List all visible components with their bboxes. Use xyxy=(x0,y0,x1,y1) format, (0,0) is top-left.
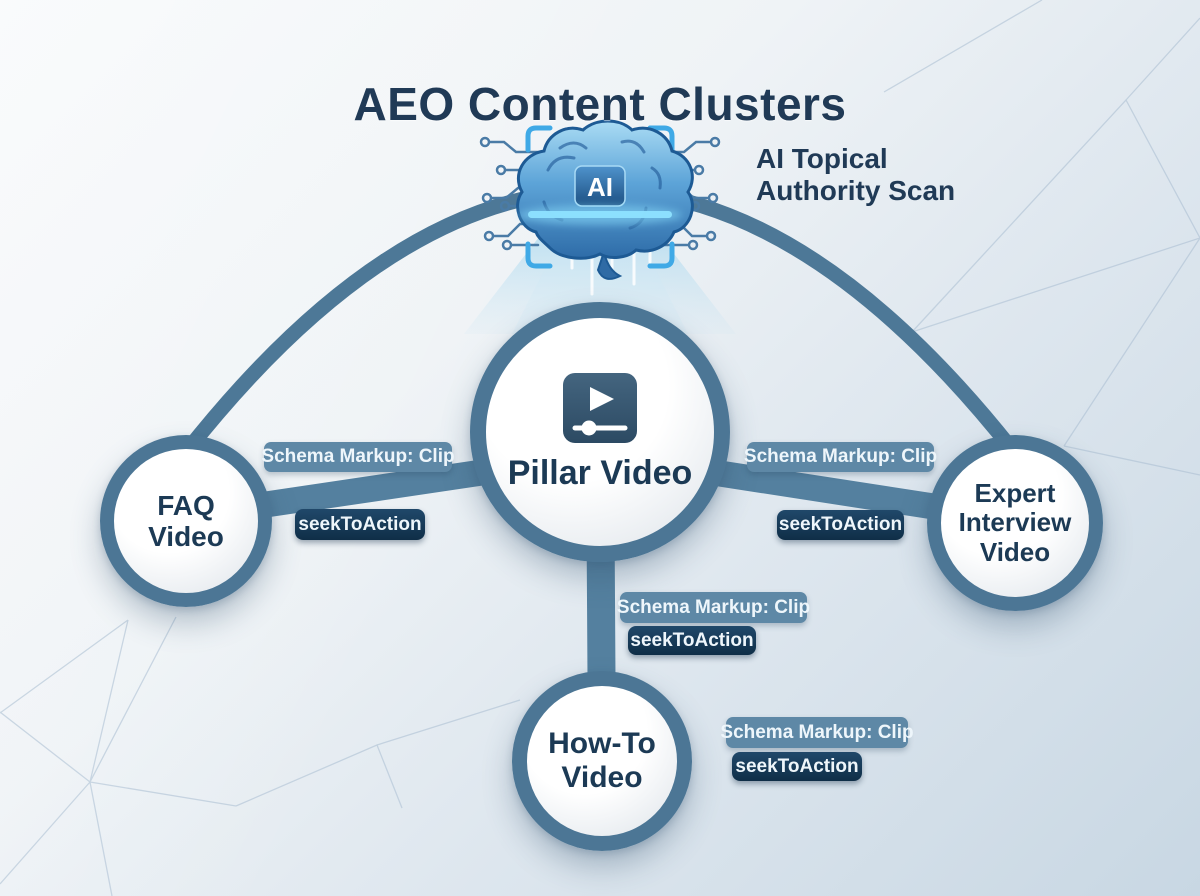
pillar-video-label: Pillar Video xyxy=(507,453,693,492)
seek-to-action-badge-right: seekToAction xyxy=(777,510,904,540)
video-player-icon xyxy=(563,372,637,443)
scanline xyxy=(528,211,672,218)
ai-chip-text: AI xyxy=(587,172,613,202)
scan-brackets-icon xyxy=(525,125,675,269)
brain-ai-icon: AI xyxy=(516,119,694,280)
node-faq-video: FAQ Video xyxy=(100,435,272,607)
ai-scan-caption-line2: Authority Scan xyxy=(756,175,956,207)
node-howto-video: How-To Video xyxy=(512,671,692,851)
schema-markup-badge-right: Schema Markup: Clip xyxy=(744,442,937,472)
seek-to-action-badge-bottom-mid: seekToAction xyxy=(628,626,756,655)
ai-scan-caption: AI Topical Authority Scan xyxy=(756,143,955,208)
page-title: AEO Content Clusters xyxy=(353,77,847,130)
ai-chip-icon: AI xyxy=(574,165,626,207)
schema-markup-badge-bottom-mid: Schema Markup: Clip xyxy=(617,592,810,623)
seek-to-action-badge-left: seekToAction xyxy=(295,509,425,540)
node-pillar-video: Pillar Video xyxy=(470,302,730,562)
schema-markup-badge-bottom-right: Schema Markup: Clip xyxy=(720,717,914,748)
faq-video-label: FAQ Video xyxy=(148,489,224,552)
seek-to-action-badge-bottom-right: seekToAction xyxy=(732,752,862,781)
ai-scan-caption-line1: AI Topical xyxy=(756,143,888,174)
howto-video-label: How-To Video xyxy=(548,727,656,794)
node-expert-interview-video: Expert Interview Video xyxy=(927,435,1103,611)
schema-markup-badge-left: Schema Markup: Clip xyxy=(261,442,455,472)
expert-interview-video-label: Expert Interview Video xyxy=(958,478,1072,567)
